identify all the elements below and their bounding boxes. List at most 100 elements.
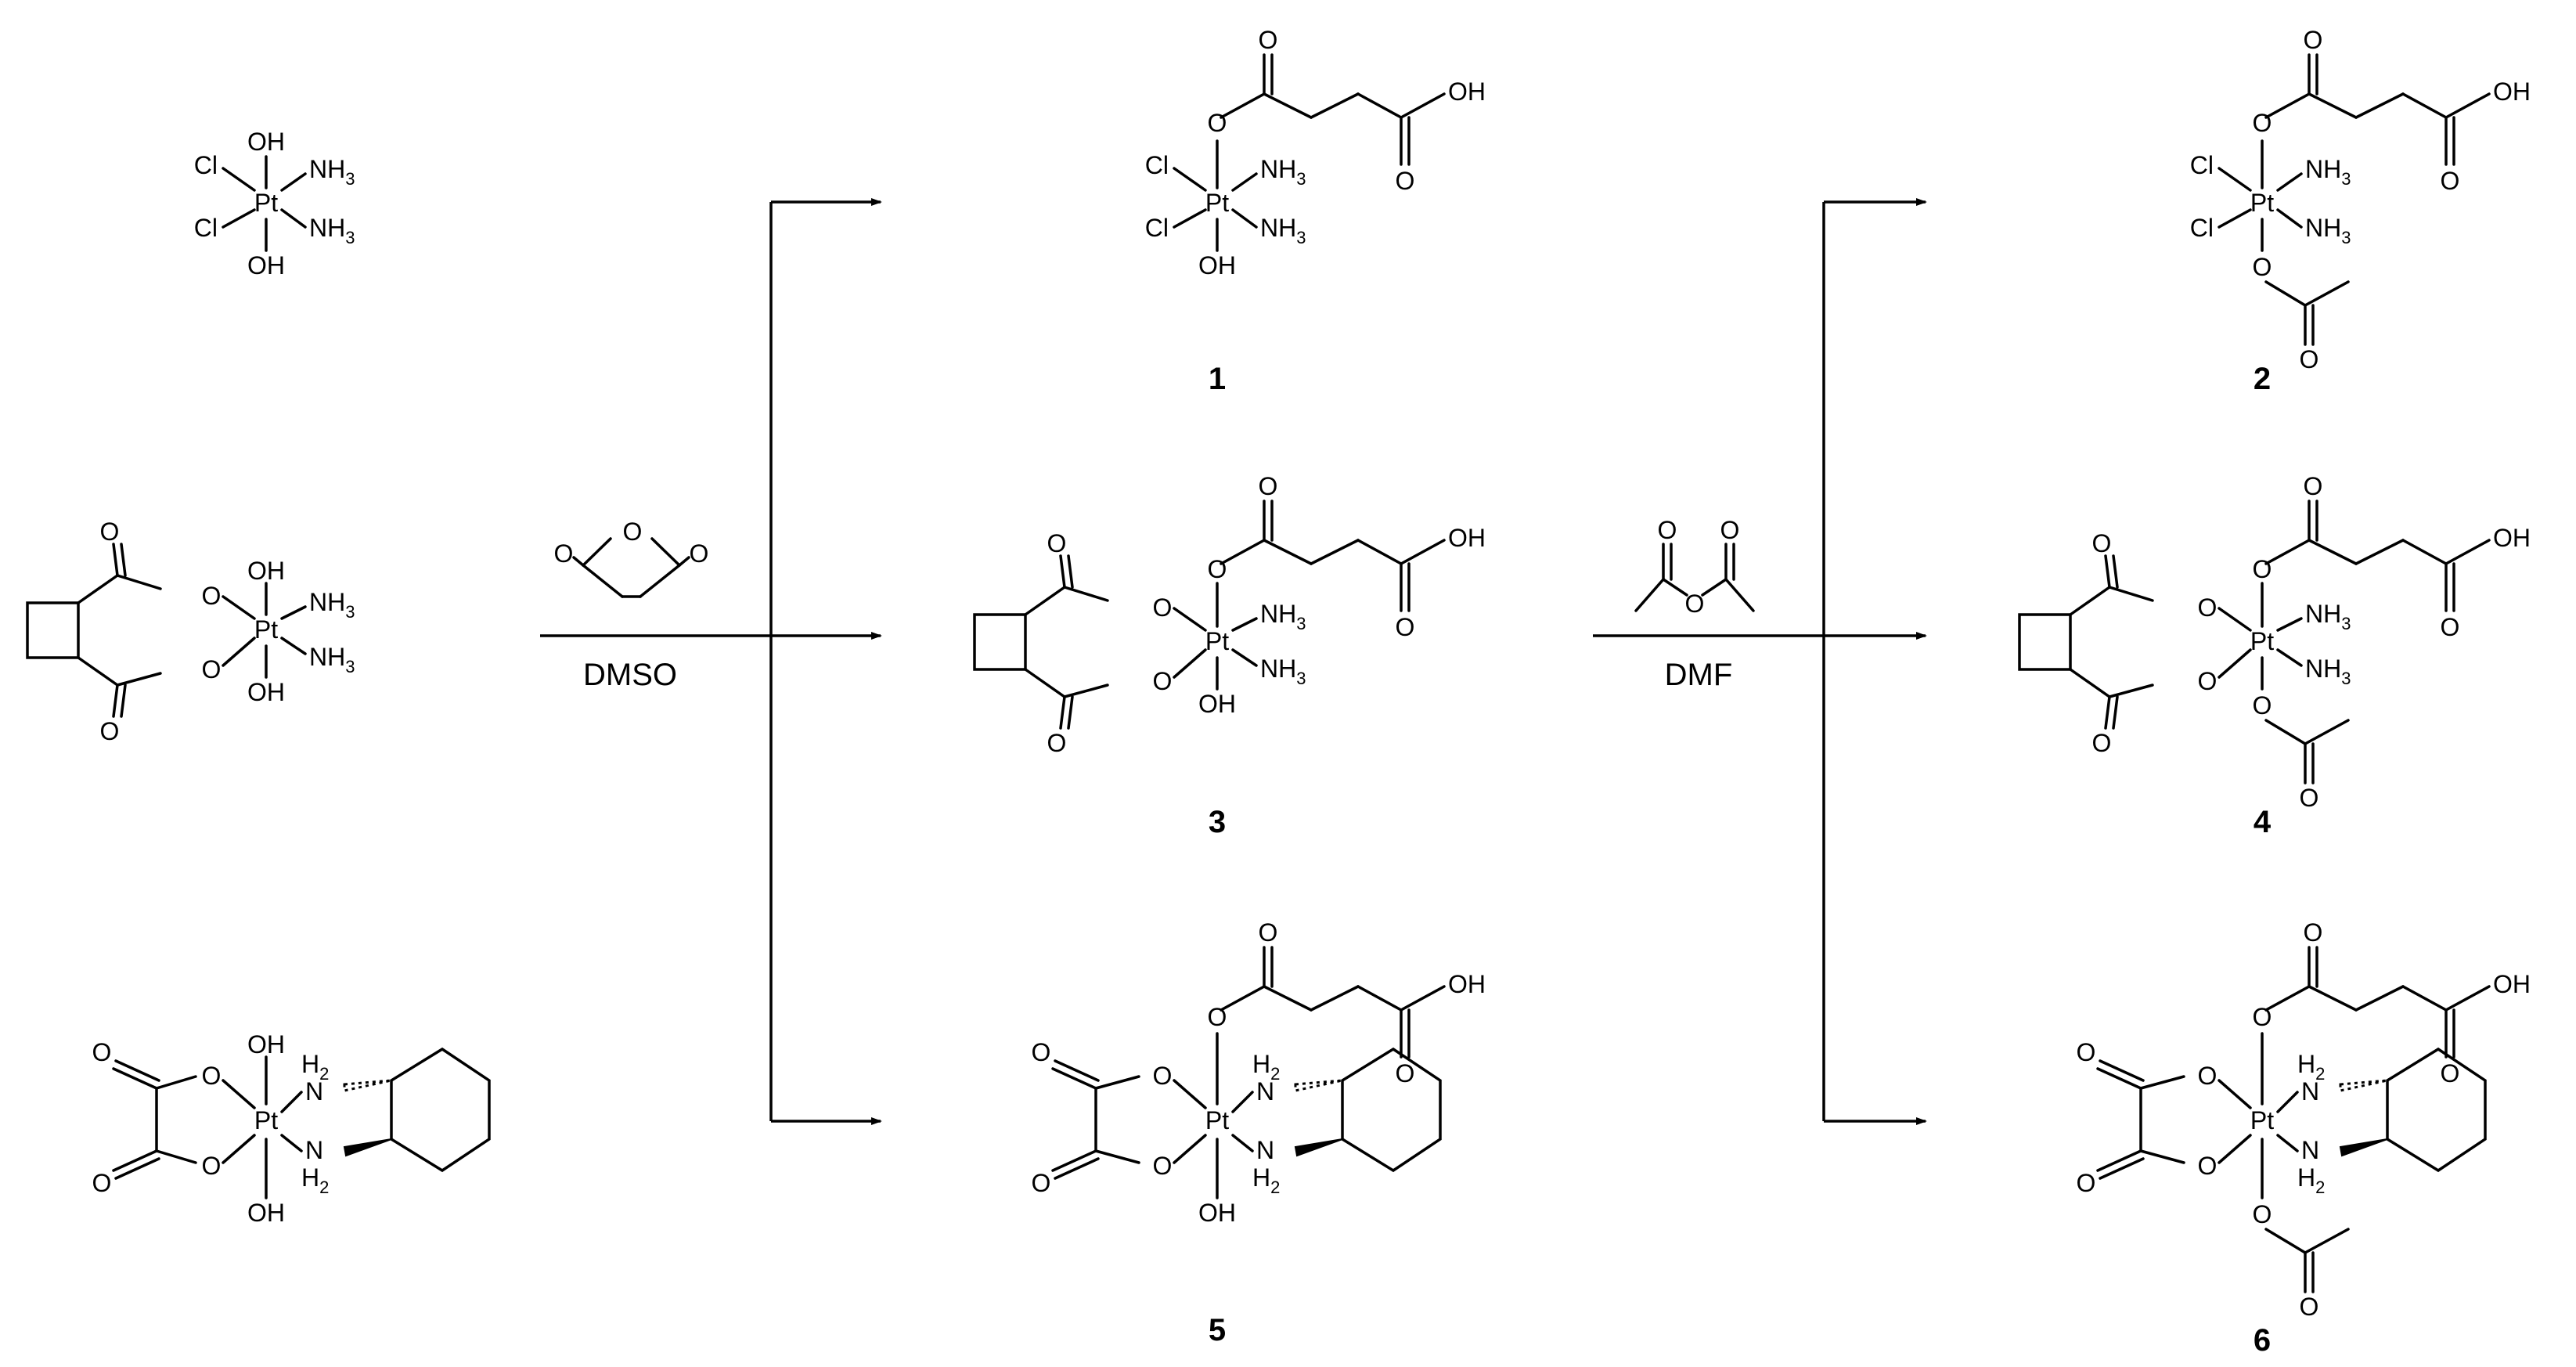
o-label: O bbox=[92, 1169, 112, 1197]
o-label: O bbox=[2198, 1062, 2218, 1090]
compound-2-structure: O O O OH Pt O O Cl Cl NH3 NH3 bbox=[2190, 26, 2531, 373]
starting-material-cisplatin-dihydroxo: OH Pt OH Cl Cl NH3 NH3 bbox=[194, 128, 355, 280]
o-label: O bbox=[2441, 613, 2460, 641]
n-label: N bbox=[1256, 1136, 1274, 1164]
nh2-label: H2 bbox=[301, 1163, 329, 1197]
oh-label: OH bbox=[1198, 690, 1236, 718]
o-label: O bbox=[1153, 593, 1173, 622]
compound-number-2: 2 bbox=[2254, 362, 2271, 396]
o-label: O bbox=[1208, 1003, 1227, 1031]
pt-label: Pt bbox=[1205, 1106, 1229, 1134]
o-label: O bbox=[202, 655, 222, 684]
nh3-label: NH3 bbox=[1260, 600, 1306, 633]
step1-arrows bbox=[540, 198, 882, 1125]
o-label: O bbox=[1259, 26, 1278, 54]
compound-4-structure: O O O O O O O OH Pt O O NH3 NH3 bbox=[2018, 472, 2531, 812]
nh2-label: H2 bbox=[1252, 1050, 1280, 1084]
nh3-label: NH3 bbox=[309, 588, 355, 622]
nh3-label: NH3 bbox=[309, 214, 355, 247]
cl-label: Cl bbox=[194, 151, 218, 179]
o-label: O bbox=[1658, 516, 1677, 544]
compound-number-5: 5 bbox=[1209, 1313, 1226, 1347]
oh-label: OH bbox=[247, 678, 285, 706]
o-label: O bbox=[2300, 345, 2319, 373]
o-label: O bbox=[1396, 167, 1415, 195]
cl-label: Cl bbox=[2190, 214, 2214, 242]
nh3-label: NH3 bbox=[2305, 655, 2351, 688]
dmf-label: DMF bbox=[1665, 658, 1733, 692]
n-label: N bbox=[1256, 1077, 1274, 1106]
compound-number-4: 4 bbox=[2254, 805, 2272, 839]
nh2-label: H2 bbox=[301, 1050, 329, 1084]
o-label: O bbox=[1153, 1152, 1173, 1180]
o-label: O bbox=[2092, 729, 2112, 757]
o-label: O bbox=[2253, 1003, 2272, 1031]
nh2-label: H2 bbox=[2297, 1163, 2325, 1197]
pt-label: Pt bbox=[2250, 189, 2274, 217]
nh2-label: H2 bbox=[1252, 1163, 1280, 1197]
cl-label: Cl bbox=[1145, 214, 1169, 242]
pt-label: Pt bbox=[254, 189, 278, 217]
oh-label: OH bbox=[247, 128, 285, 156]
nh2-label: H2 bbox=[2297, 1050, 2325, 1084]
o-label: O bbox=[202, 1062, 222, 1090]
oh-label: OH bbox=[247, 1030, 285, 1059]
pt-label: Pt bbox=[2250, 1106, 2274, 1134]
n-label: N bbox=[305, 1136, 323, 1164]
nh3-label: NH3 bbox=[2305, 600, 2351, 633]
o-label: O bbox=[1208, 109, 1227, 137]
o-label: O bbox=[2304, 26, 2323, 54]
o-label: O bbox=[1685, 590, 1705, 618]
compound-number-1: 1 bbox=[1209, 362, 1226, 396]
starting-material-oxaliplatin-dihydroxo: O O O O OH Pt OH H2 N N H2 bbox=[92, 1030, 491, 1227]
nh3-label: NH3 bbox=[2305, 155, 2351, 189]
compound-number-3: 3 bbox=[1209, 805, 1226, 839]
n-label: N bbox=[2301, 1077, 2319, 1106]
o-label: O bbox=[623, 518, 643, 546]
o-label: O bbox=[690, 539, 709, 568]
pt-label: Pt bbox=[1205, 189, 1229, 217]
step2-arrows bbox=[1593, 198, 1927, 1125]
oh-label: OH bbox=[247, 1199, 285, 1227]
n-label: N bbox=[2301, 1136, 2319, 1164]
oh-label: OH bbox=[247, 557, 285, 585]
o-label: O bbox=[2253, 1200, 2272, 1228]
oh-label: OH bbox=[1448, 78, 1486, 106]
nh3-label: NH3 bbox=[2305, 214, 2351, 247]
o-label: O bbox=[2077, 1169, 2096, 1197]
o-label: O bbox=[2300, 1293, 2319, 1321]
o-label: O bbox=[1153, 667, 1173, 695]
starting-material-carboplatin-dihydroxo: O O O O OH Pt OH NH3 NH3 bbox=[26, 518, 355, 745]
o-label: O bbox=[1720, 516, 1740, 544]
o-label: O bbox=[1259, 918, 1278, 947]
nh3-label: NH3 bbox=[309, 643, 355, 676]
pt-label: Pt bbox=[254, 615, 278, 644]
cl-label: Cl bbox=[1145, 151, 1169, 179]
o-label: O bbox=[2300, 784, 2319, 812]
o-label: O bbox=[1153, 1062, 1173, 1090]
compound-number-6: 6 bbox=[2254, 1323, 2271, 1358]
compound-6-structure: O O O O O O O OH Pt O O H2 N N H2 bbox=[2077, 918, 2531, 1321]
o-label: O bbox=[100, 717, 120, 745]
oh-label: OH bbox=[1448, 524, 1486, 552]
o-label: O bbox=[100, 518, 120, 546]
compound-3-structure: O O O O O O O OH Pt OH NH3 NH3 bbox=[973, 472, 1486, 757]
o-label: O bbox=[1208, 555, 1227, 583]
o-label: O bbox=[1396, 613, 1415, 641]
o-label: O bbox=[2304, 472, 2323, 500]
o-label: O bbox=[2077, 1038, 2096, 1066]
oh-label: OH bbox=[1448, 970, 1486, 998]
pt-label: Pt bbox=[2250, 627, 2274, 655]
o-label: O bbox=[2253, 555, 2272, 583]
o-label: O bbox=[1047, 729, 1067, 757]
o-label: O bbox=[202, 582, 222, 610]
o-label: O bbox=[1047, 529, 1067, 557]
o-label: O bbox=[2092, 529, 2112, 557]
o-label: O bbox=[2441, 1059, 2460, 1087]
oh-label: OH bbox=[2493, 524, 2531, 552]
o-label: O bbox=[1032, 1038, 1051, 1066]
nh3-label: NH3 bbox=[1260, 214, 1306, 247]
oh-label: OH bbox=[1198, 251, 1236, 280]
o-label: O bbox=[1396, 1059, 1415, 1087]
